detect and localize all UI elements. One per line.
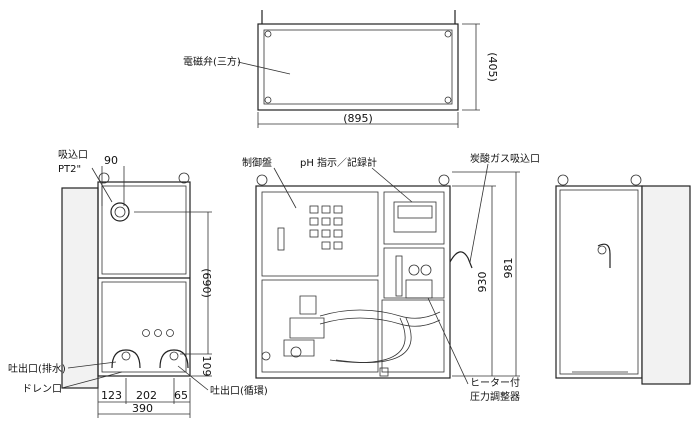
label-outlet-circulation: 吐出口(循環) [210, 384, 268, 397]
label-suction-port: 吸込口 [58, 149, 88, 161]
dim-top-height: (405) [486, 52, 499, 82]
dim-390: 390 [132, 402, 153, 415]
dim-930: 930 [476, 272, 489, 293]
control-buttons [309, 205, 343, 250]
label-pressure-regulator: 圧力調整器 [470, 390, 520, 403]
label-solenoid-valve: 電磁弁(三方) [183, 55, 241, 68]
front-view: 制御盤 pH 指示／記録計 炭酸ガス吸込口 ヒーター付 圧力調整器 930 98… [242, 152, 540, 403]
label-pt: PT2" [58, 164, 81, 175]
dim-123: 123 [101, 389, 122, 402]
dim-90: 90 [104, 154, 118, 167]
dim-690: (690) [200, 268, 213, 298]
label-outlet-drain: 吐出口(排水) [8, 362, 66, 375]
dim-202: 202 [136, 389, 157, 402]
left-side-view: 吸込口 PT2" 90 (690) 109 吐出口(排水) ドレン口 吐出口(循… [8, 149, 268, 418]
label-heater: ヒーター付 [470, 376, 520, 389]
dim-top-width: (895) [343, 112, 373, 125]
dim-981: 981 [502, 258, 515, 279]
right-side-view [555, 174, 691, 385]
top-view: (405) (895) 電磁弁(三方) [183, 10, 499, 128]
dim-109: 109 [200, 356, 213, 377]
label-control-panel: 制御盤 [242, 156, 272, 169]
dim-65: 65 [174, 389, 188, 402]
label-drain-port: ドレン口 [22, 384, 62, 395]
label-ph-meter: pH 指示／記録計 [300, 156, 377, 169]
label-co2-suction: 炭酸ガス吸込口 [470, 152, 540, 165]
